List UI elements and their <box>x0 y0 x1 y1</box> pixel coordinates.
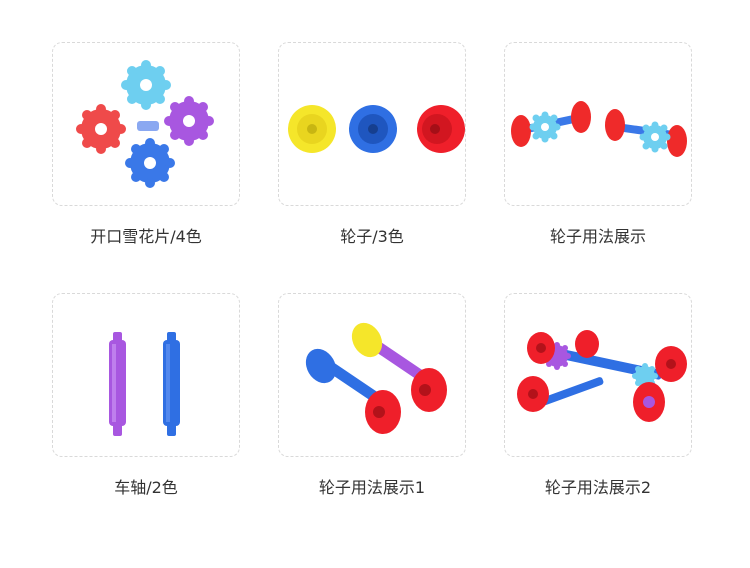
wheel-usage-1-card[interactable] <box>278 293 466 457</box>
caption-wheel-usage: 轮子用法展示 <box>549 227 646 246</box>
wheels-image <box>288 105 465 153</box>
wheel-usage-2-card[interactable] <box>504 293 692 457</box>
axles-card[interactable] <box>52 293 240 457</box>
wheel-usage-1-image <box>305 322 447 434</box>
snowflake-pieces-card[interactable] <box>52 42 240 206</box>
wheels-card[interactable] <box>278 42 466 206</box>
caption-wheels: 轮子/3色 <box>340 227 404 246</box>
axles-image <box>109 332 180 436</box>
wheel-usage-2-image <box>517 330 687 422</box>
wheel-usage-image <box>511 101 687 157</box>
caption-wheel-usage-1: 轮子用法展示1 <box>318 478 426 497</box>
caption-snowflake-pieces: 开口雪花片/4色 <box>90 227 202 246</box>
caption-wheel-usage-2: 轮子用法展示2 <box>544 478 652 497</box>
wheel-usage-card[interactable] <box>504 42 692 206</box>
snowflake-pieces-image <box>76 60 214 188</box>
caption-axles: 车轴/2色 <box>114 478 178 497</box>
